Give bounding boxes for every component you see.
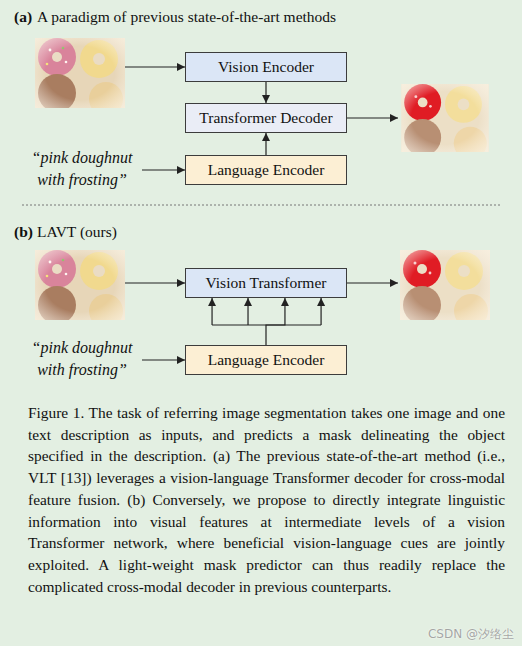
fan-out-bar	[212, 324, 321, 325]
input-text: “pink doughnut with frosting”	[20, 337, 144, 381]
encoder-box: Vision Encoder	[185, 52, 347, 82]
box-label: Vision Transformer	[206, 274, 327, 292]
input-text: “pink doughnut with frosting”	[20, 147, 144, 191]
panel-title: LAVT (ours)	[37, 223, 117, 241]
connector-arrow	[265, 82, 266, 103]
box-label: Language Encoder	[208, 161, 325, 179]
transformer-box: Vision Transformer	[185, 268, 347, 298]
fan-out-arrow	[211, 298, 212, 325]
connector-arrow	[265, 133, 266, 155]
decoder-box: Transformer Decoder	[185, 103, 347, 133]
output-mask-image	[400, 250, 490, 328]
output-mask-image	[401, 84, 488, 160]
fan-out-arrow	[320, 298, 321, 325]
panel-letter: (a)	[14, 8, 32, 26]
image-arrow	[125, 282, 185, 283]
output-arrow	[347, 117, 398, 118]
watermark: CSDN @汐络尘	[428, 626, 514, 643]
box-label: Language Encoder	[208, 351, 325, 369]
input-image	[35, 38, 125, 116]
encoder-box: Language Encoder	[185, 345, 347, 375]
input-image	[35, 250, 125, 328]
box-label: Transformer Decoder	[199, 109, 332, 127]
connector-arrow	[266, 298, 285, 345]
panel-letter: (b)	[14, 223, 33, 241]
encoder-box: Language Encoder	[185, 155, 347, 185]
output-arrow	[347, 282, 398, 283]
panel-title: A paradigm of previous state-of-the-art …	[37, 8, 336, 26]
box-label: Vision Encoder	[218, 58, 314, 76]
text-arrow	[142, 169, 185, 170]
section-divider	[22, 205, 500, 206]
figure-caption: Figure 1. The task of referring image se…	[28, 402, 505, 597]
text-arrow	[142, 359, 185, 360]
image-arrow	[125, 66, 185, 67]
fan-out-arrow	[247, 298, 248, 325]
